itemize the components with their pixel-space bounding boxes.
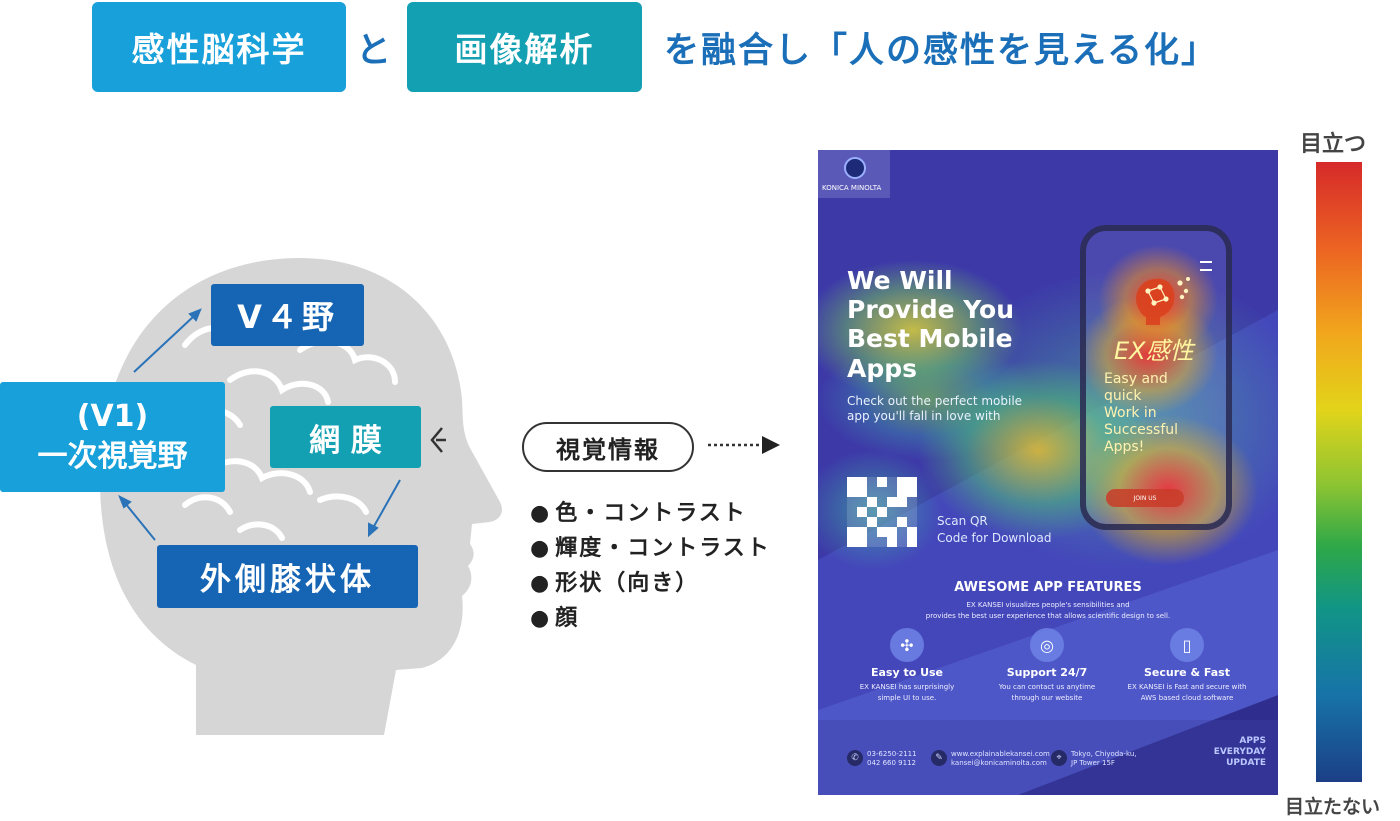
qr-text-1: Scan QR [937,514,988,528]
pathway-arrows [118,308,401,541]
footer-web-1: www.explainablekansei.com [951,750,1050,758]
phone-join-label: JOIN US [1133,494,1157,502]
poster-subtext-2: app you'll fall in love with [847,409,1001,423]
scale-bottom-label: 目立たない [1285,796,1381,818]
v1-area-label: (V1) 一次視覚野 [0,382,225,492]
eye-icon [430,427,443,453]
poster-subtext-1: Check out the perfect mobile [847,394,1023,408]
lgn-text: 外側膝状体 [200,562,375,598]
features-desc-1: EX KANSEI visualizes people's sensibilit… [966,601,1130,609]
poster-headline-3: Best Mobile [847,324,1013,353]
v4-area-label: V４野 [211,284,364,346]
phone-join-button: JOIN US [1106,489,1184,507]
visual-feature-item: 顔 [530,601,771,636]
poster-phone: EX感性 Easy and quick Work in Successful A… [1080,225,1232,530]
visual-info-arrow [708,436,780,454]
footer-web-icon: ✎ [931,750,947,766]
features-title: AWESOME APP FEATURES [954,580,1142,595]
poster-headline-1: We Will [847,266,953,295]
feature-icon-secure: ▯ [1170,628,1204,662]
retina-label: 網 膜 [270,406,421,468]
phone-text-1: Easy and [1104,371,1168,387]
visual-feature-list: 色・コントラスト 輝度・コントラスト 形状（向き） 顔 [530,496,771,636]
visual-info-label: 視覚情報 [556,435,660,464]
scale-top-label: 目立つ [1300,132,1367,157]
poster-headline-4: Apps [847,354,918,383]
feature-desc-2b: through our website [1011,694,1083,702]
feature-desc-3b: AWS based cloud software [1140,694,1234,702]
phone-text-3: Work in [1104,405,1157,421]
v1-area-line1: (V1) [76,399,149,434]
feature-icon-support: ◎ [1030,628,1064,662]
v4-area-text: V４野 [237,298,338,336]
poster-logo: KONICA MINOLTA [818,150,890,198]
phone-text-4: Successful [1104,422,1179,438]
features-desc-2: provides the best user experience that a… [925,612,1171,620]
poster-logo-text: KONICA MINOLTA [822,184,882,192]
footer-tagline-3: UPDATE [1226,758,1266,768]
footer-web-2: kansei@konicaminolta.com [951,759,1047,767]
feature-desc-1a: EX KANSEI has surprisingly [859,683,955,691]
phone-brand: EX感性 [1114,337,1194,365]
feature-title-2: Support 24/7 [1006,666,1088,679]
title-tail: を融合し「人の感性を見える化」 [664,31,1218,71]
visual-info-pill: 視覚情報 [522,422,694,472]
konica-logo-icon [844,157,866,179]
saliency-color-scale [1316,162,1362,782]
feature-desc-2a: You can contact us anytime [998,683,1096,691]
footer-tagline-1: APPS [1239,736,1266,746]
footer-location-icon: ⌖ [1051,750,1067,766]
visual-feature-item: 色・コントラスト [530,496,771,531]
footer-phone-1: 03-6250-2111 [867,750,917,758]
title-box-kansei-neuroscience: 感性脳科学 [92,2,346,92]
heatmap-overlay [818,150,1278,795]
feature-title-3: Secure & Fast [1144,666,1230,679]
title-connector: と [356,31,394,71]
footer-address-1: Tokyo, Chiyoda-ku, [1071,750,1137,758]
feature-icon-network: ✣ [890,628,924,662]
qr-text-2: Code for Download [937,531,1052,545]
qr-code-icon [847,477,917,547]
title-box-image-analysis-label: 画像解析 [454,30,595,69]
footer-phone-icon: ✆ [847,750,863,766]
feature-desc-1b: simple UI to use. [877,694,937,702]
phone-menu-icon [1200,261,1212,271]
phone-text-2: quick [1104,388,1142,404]
footer-tagline-2: EVERYDAY [1213,747,1266,757]
retina-text: 網 膜 [309,422,382,459]
phone-text-5: Apps! [1104,439,1145,455]
poster-headline-2: Provide You [847,295,1015,324]
feature-desc-3a: EX KANSEI is Fast and secure with [1127,683,1247,691]
feature-title-1: Easy to Use [870,666,944,679]
visual-feature-item: 輝度・コントラスト [530,531,771,566]
brain-network-icon [1136,276,1190,325]
lgn-label: 外側膝状体 [157,545,418,608]
visual-feature-item: 形状（向き） [530,566,771,601]
poster-heatmap-image: KONICA MINOLTA We Will Provide You Best … [818,150,1278,795]
title-box-image-analysis: 画像解析 [407,2,642,92]
head-shape [100,258,502,735]
title-box-kansei-neuroscience-label: 感性脳科学 [131,30,307,69]
footer-address-2: JP Tower 15F [1071,759,1115,767]
footer-phone-2: 042 660 9112 [867,759,916,767]
v1-area-line2: 一次視覚野 [37,439,188,474]
